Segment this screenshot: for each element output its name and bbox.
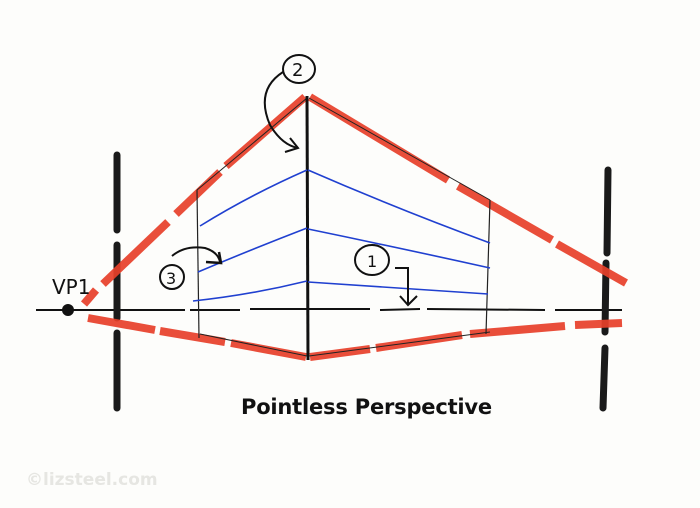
callout-2: 2 xyxy=(263,54,316,153)
callout-3: 3 xyxy=(159,246,223,290)
blue-perspective-lines xyxy=(192,169,491,302)
vanishing-point-dot xyxy=(62,304,74,316)
diagram-title: Pointless Perspective xyxy=(241,395,492,419)
center-vertical-edge xyxy=(305,95,310,361)
guide-lines xyxy=(196,97,491,357)
svg-text:1: 1 xyxy=(367,252,377,271)
callout-1: 1 xyxy=(354,244,418,307)
horizon-line xyxy=(36,308,622,311)
red-perspective-lines xyxy=(80,93,628,361)
copyright-watermark: ©lizsteel.com xyxy=(26,470,158,490)
svg-text:2: 2 xyxy=(292,60,303,81)
vp-label: VP1 xyxy=(52,275,90,299)
building-edges xyxy=(196,189,491,339)
svg-text:3: 3 xyxy=(166,269,176,288)
